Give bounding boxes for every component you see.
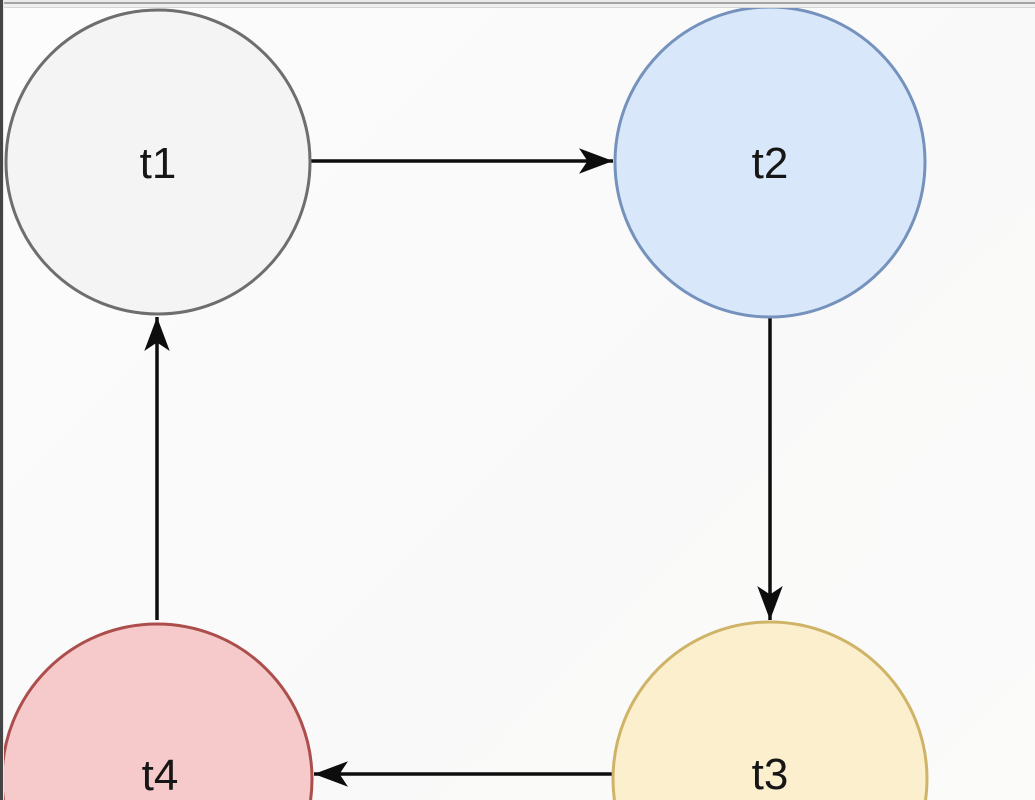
node-t1-label: t1 [140, 139, 177, 188]
node-t3-circle[interactable] [611, 620, 929, 800]
node-t4-label: t4 [142, 751, 179, 800]
node-t3: t3 [611, 620, 929, 800]
window-top-edge [0, 0, 1035, 8]
node-t1-circle[interactable] [4, 8, 312, 316]
edge-group [144, 148, 783, 787]
node-t1: t1 [4, 8, 312, 316]
node-t4: t4 [0, 622, 314, 800]
node-t2-label: t2 [752, 139, 789, 188]
node-t2: t2 [613, 5, 927, 319]
window-left-edge [0, 0, 4, 800]
node-t3-label: t3 [752, 750, 789, 799]
